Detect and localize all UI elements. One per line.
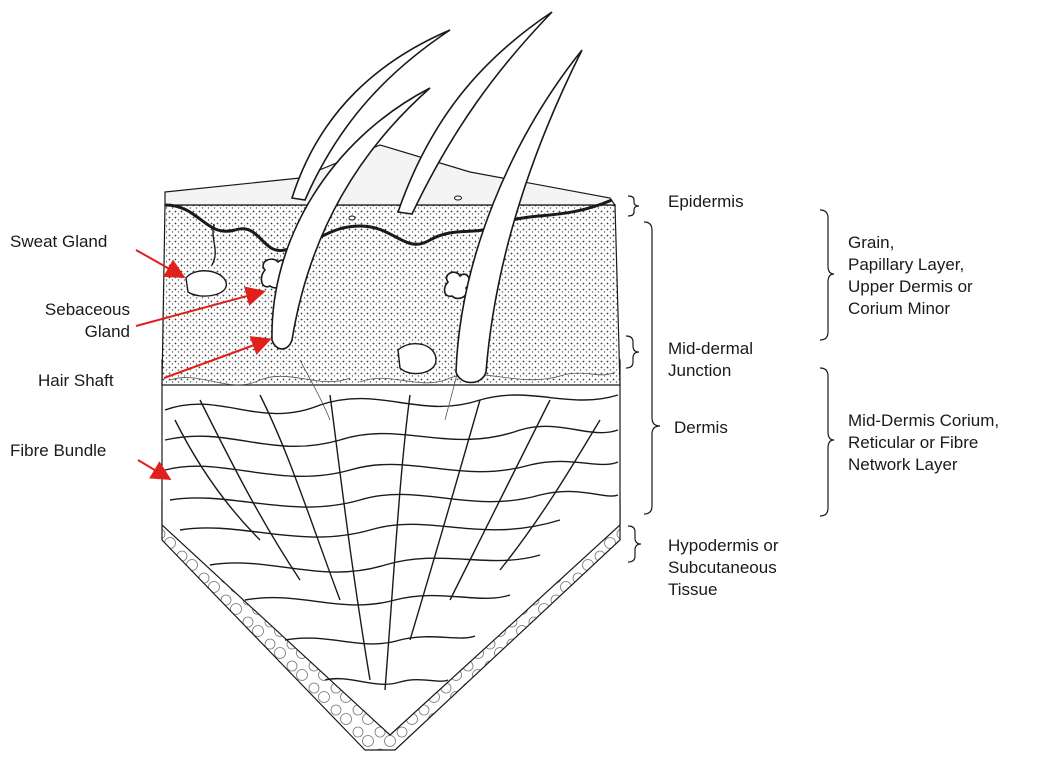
label-mid-dermis-corium: Mid-Dermis Corium, Reticular or Fibre Ne… — [848, 410, 999, 476]
label-hair-shaft: Hair Shaft — [38, 370, 114, 392]
label-dermis: Dermis — [674, 417, 728, 439]
epidermis-surface — [165, 145, 615, 205]
hypodermis-bracket — [628, 526, 641, 562]
label-mid-dermal-junction: Mid-dermal Junction — [668, 338, 753, 382]
fibre-network-region — [162, 360, 620, 735]
label-hypodermis: Hypodermis or Subcutaneous Tissue — [668, 535, 779, 601]
mid-dermal-bracket — [626, 336, 639, 368]
label-sweat-gland: Sweat Gland — [10, 231, 107, 253]
label-grain-papillary: Grain, Papillary Layer, Upper Dermis or … — [848, 232, 973, 320]
label-fibre-bundle: Fibre Bundle — [10, 440, 106, 462]
mid-dermis-bracket — [820, 368, 834, 516]
label-sebaceous-gland: Sebaceous Gland — [10, 299, 130, 343]
grain-bracket — [820, 210, 834, 340]
label-epidermis: Epidermis — [668, 191, 744, 213]
epidermis-bracket — [628, 196, 639, 216]
skin-block — [162, 145, 620, 750]
dermis-bracket — [644, 222, 660, 514]
